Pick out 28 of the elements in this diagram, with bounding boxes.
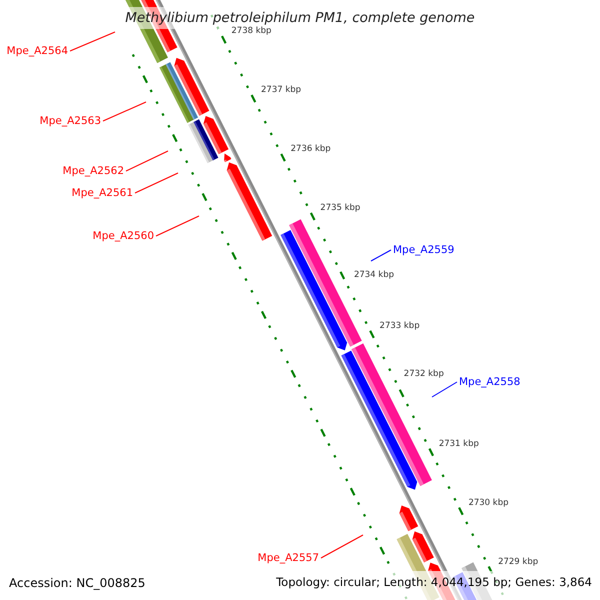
leader-line — [102, 102, 146, 122]
tick-label: 2730 kbp — [468, 498, 508, 508]
gene-label: Mpe_A2561 — [72, 186, 133, 200]
tick-label: 2731 kbp — [438, 440, 479, 449]
gene-label: Mpe_A2558 — [459, 375, 520, 389]
leader-line — [370, 250, 392, 262]
tick-label: 2733 kbp — [380, 322, 420, 331]
gene-label: Mpe_A2562 — [62, 164, 124, 178]
gene-label: Mpe_A2564 — [6, 44, 68, 58]
tick-label: 2732 kbp — [404, 370, 444, 379]
gene-label: Mpe_A2563 — [40, 114, 101, 128]
gene-label: Mpe_A2559 — [393, 243, 454, 257]
genome-summary-text: Topology: circular; Length: 4,044,195 bp; Genes: 3,864 — [276, 574, 592, 591]
leader-line — [134, 172, 178, 194]
tick-label: 2729 kbp — [498, 558, 538, 566]
leader-line — [70, 32, 116, 52]
gene-label: Mpe_A2557 — [258, 551, 319, 565]
tick-label: 2737 kbp — [261, 86, 302, 95]
leader-line — [432, 382, 458, 398]
gene-label: Mpe_A2560 — [92, 229, 154, 243]
leader-line — [126, 150, 168, 172]
tick-label: 2738 kbp — [231, 27, 272, 36]
leader-line — [156, 216, 200, 236]
accession-text: Accession: NC_008825 — [9, 575, 146, 592]
tick-label: 2735 kbp — [320, 204, 360, 213]
tick-label: 2736 kbp — [290, 145, 331, 154]
tick-label: 2734 kbp — [354, 271, 394, 280]
leader-line — [320, 534, 364, 558]
